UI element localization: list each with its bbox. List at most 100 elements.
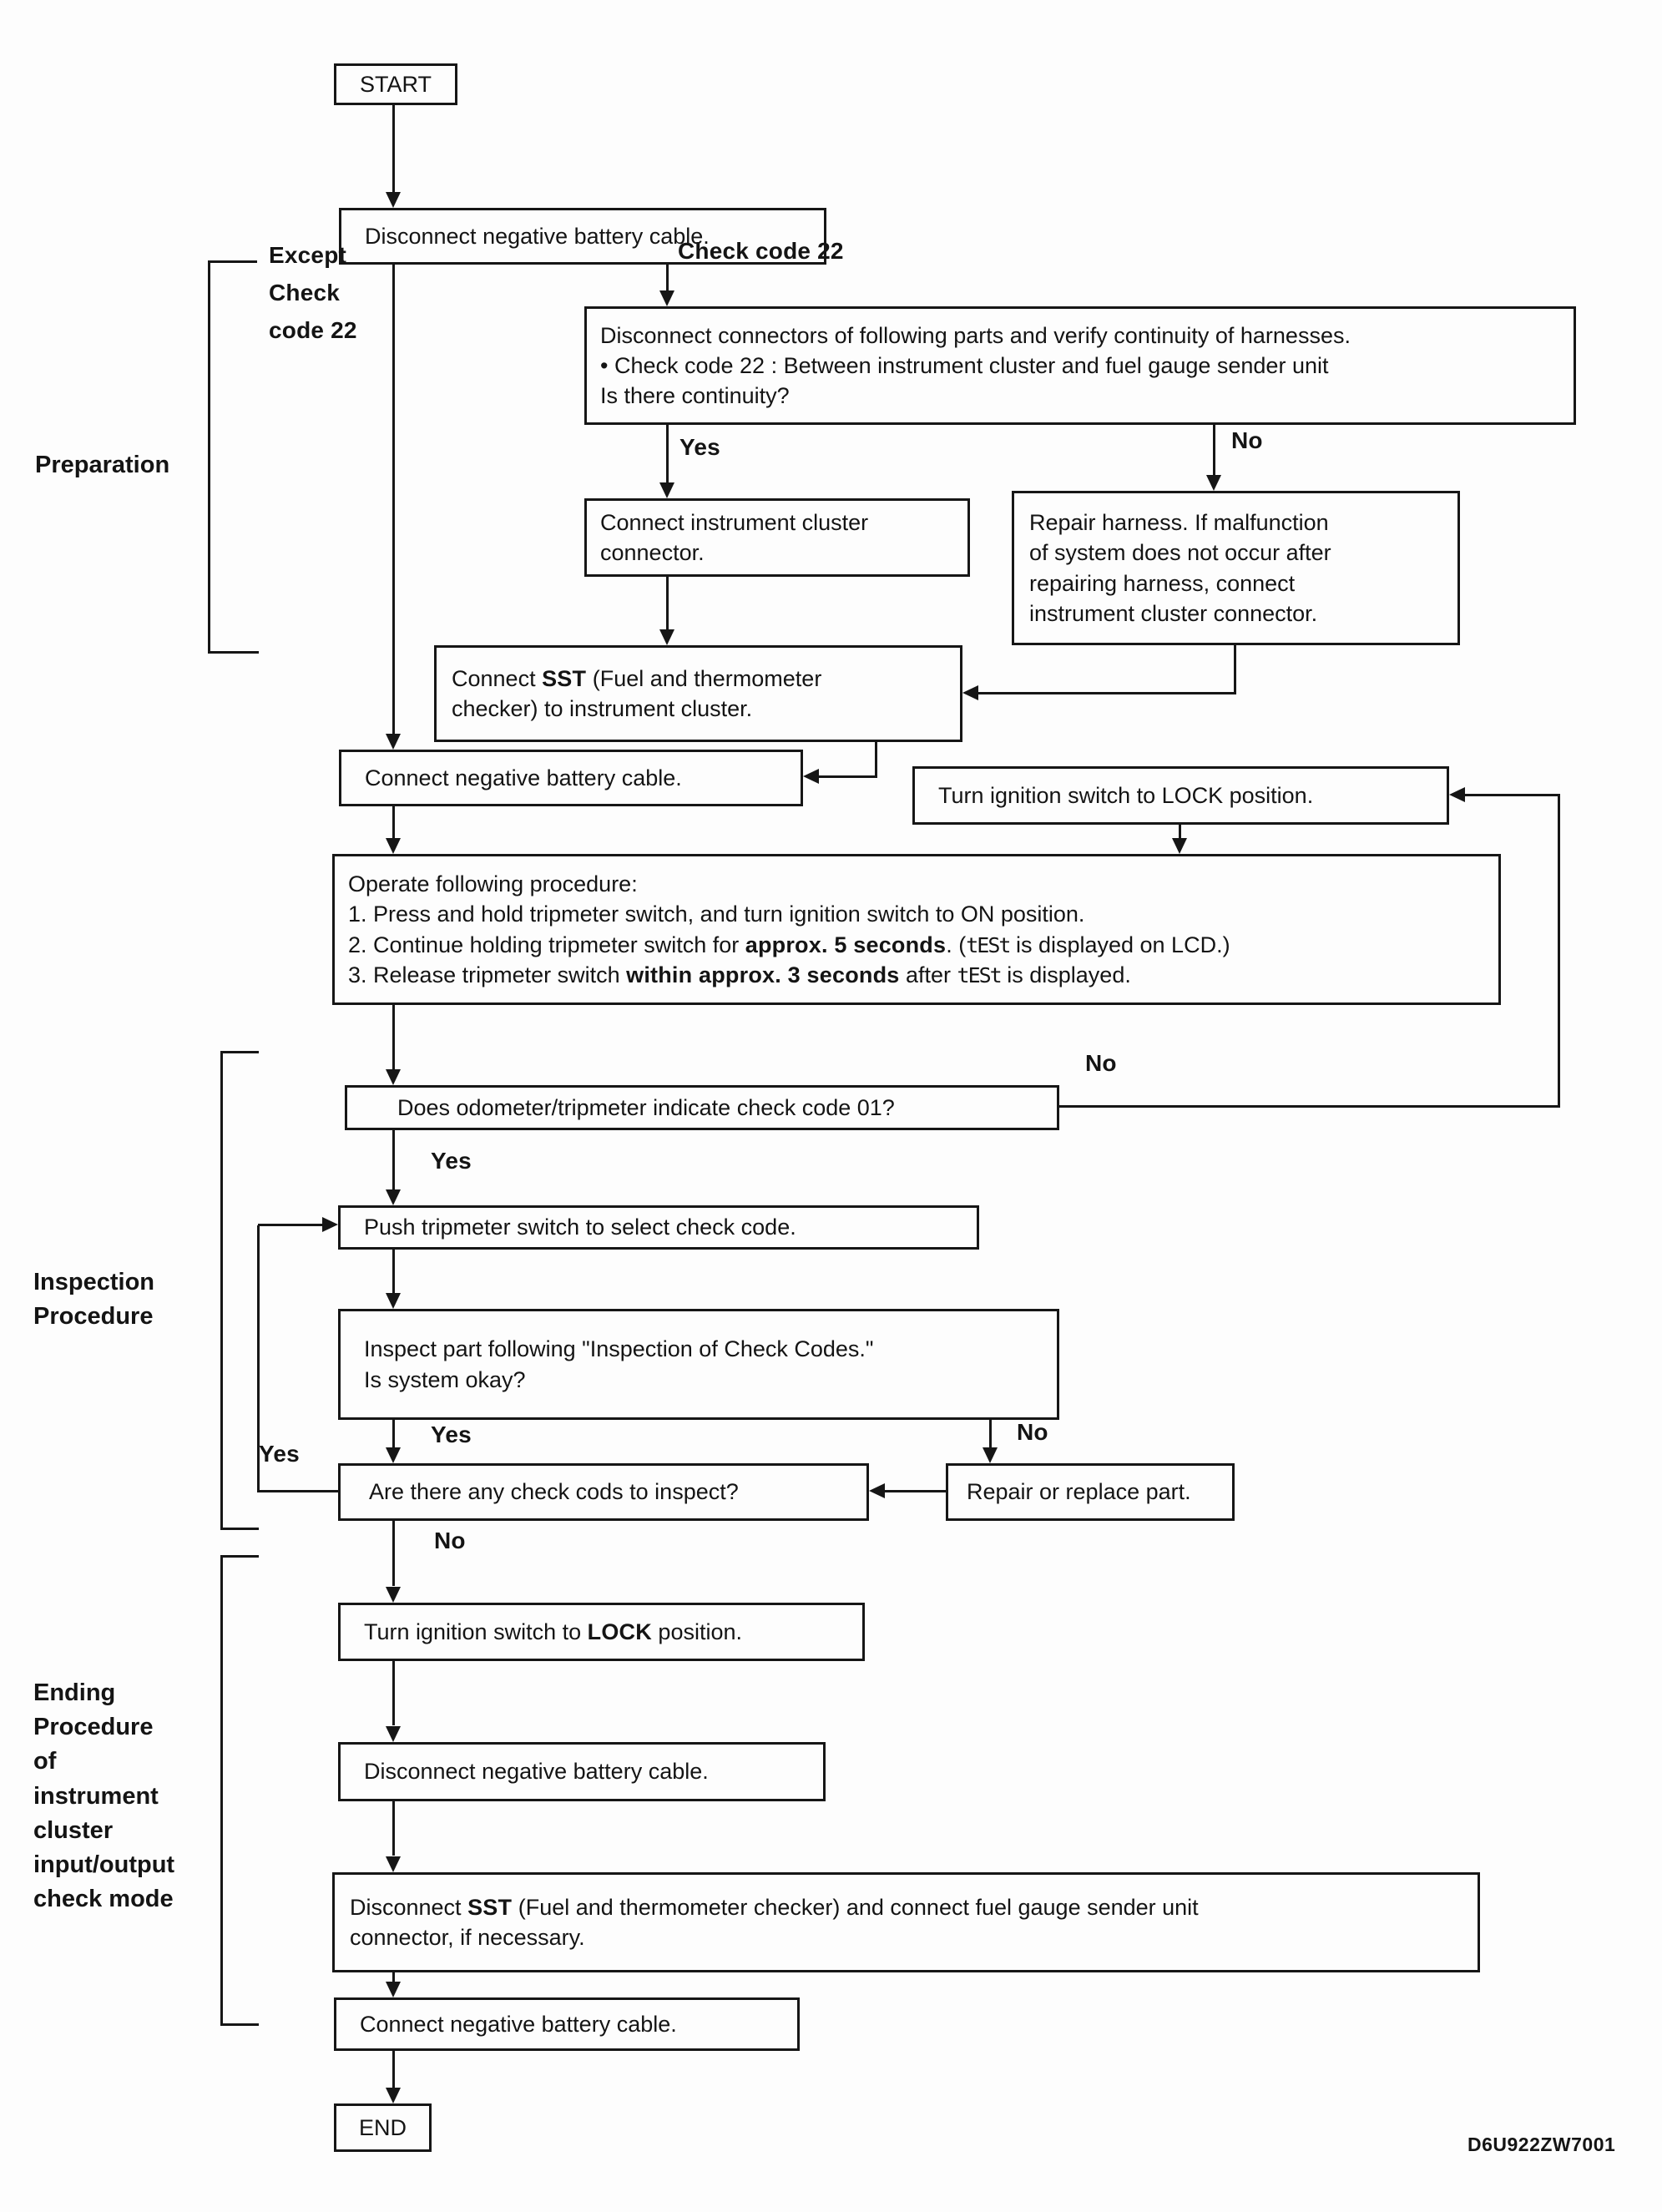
arrowhead-right <box>322 1217 338 1232</box>
node-disconnect-sst: Disconnect SST (Fuel and thermometer che… <box>332 1872 1480 1972</box>
bracket-inspection-top <box>220 1051 259 1053</box>
connector <box>257 1225 260 1492</box>
node-ignition-lock-bottom-text: Turn ignition switch to LOCK position. <box>364 1619 742 1644</box>
arrowhead-down <box>386 1069 401 1085</box>
connector <box>1059 1105 1560 1108</box>
bracket-preparation-top <box>208 260 257 263</box>
bracket-ending-bottom <box>220 2023 259 2026</box>
lcd-test-glyph: tESt <box>966 932 1011 957</box>
edge-label-except-check-code-22: Except Check code 22 <box>269 242 357 343</box>
bracket-preparation <box>208 260 210 654</box>
node-inspect-part: Inspect part following "Inspection of Ch… <box>338 1309 1059 1420</box>
section-label-preparation: Preparation <box>35 452 170 478</box>
connector <box>1465 794 1560 796</box>
node-disconnect-sst-line1: Disconnect SST (Fuel and thermometer che… <box>350 1894 1199 1920</box>
arrowhead-down <box>386 192 401 208</box>
lcd-test-glyph: tESt <box>957 962 1003 987</box>
connector <box>875 742 877 778</box>
connector <box>989 1420 992 1447</box>
connector <box>392 1420 395 1447</box>
node-operate-line3: 2. Continue holding tripmeter switch for… <box>348 932 1230 957</box>
connector <box>1558 794 1560 1108</box>
connector <box>258 1224 323 1226</box>
node-ignition-lock-top: Turn ignition switch to LOCK position. <box>912 766 1449 825</box>
figure-code: D6U922ZW7001 <box>1468 2134 1616 2155</box>
connector <box>392 265 395 734</box>
node-repair-replace: Repair or replace part. <box>946 1463 1235 1521</box>
bracket-inspection-bottom <box>220 1528 259 1530</box>
connector <box>392 1130 395 1189</box>
connector <box>392 2051 395 2088</box>
arrowhead-down <box>386 1587 401 1603</box>
edge-label-yes-more-codes: Yes <box>259 1441 300 1467</box>
bracket-inspection <box>220 1051 223 1530</box>
arrowhead-down <box>1206 475 1221 491</box>
node-operate-procedure: Operate following procedure: 1. Press an… <box>332 854 1501 1005</box>
edge-label-no-more-codes: No <box>434 1528 466 1553</box>
connector <box>1179 825 1181 839</box>
node-end: END <box>334 2103 432 2152</box>
connector <box>1213 425 1215 475</box>
arrowhead-down <box>386 1189 401 1205</box>
node-connect-battery-end: Connect negative battery cable. <box>334 1997 800 2051</box>
node-repair-harness: Repair harness. If malfunction of system… <box>1012 491 1460 645</box>
arrowhead-down <box>386 1856 401 1872</box>
arrowhead-down <box>386 1726 401 1742</box>
arrowhead-down <box>386 2088 401 2103</box>
connector <box>885 1490 946 1492</box>
arrowhead-down <box>386 1293 401 1309</box>
connector <box>258 1490 338 1492</box>
bracket-preparation-bottom <box>208 651 259 654</box>
edge-label-no-code01: No <box>1085 1050 1117 1076</box>
section-label-inspection: Inspection Procedure <box>33 1269 155 1331</box>
edge-label-yes-code01: Yes <box>431 1148 472 1174</box>
node-operate-line4: 3. Release tripmeter switch within appro… <box>348 962 1131 987</box>
node-check-code-01: Does odometer/tripmeter indicate check c… <box>345 1085 1059 1130</box>
arrowhead-left <box>962 685 978 700</box>
connector <box>392 1005 395 1069</box>
connector <box>978 692 1236 694</box>
arrowhead-down <box>659 482 674 498</box>
connector <box>666 577 669 629</box>
connector <box>392 1972 395 1982</box>
node-disconnect-battery-bottom: Disconnect negative battery cable. <box>338 1742 826 1801</box>
connector <box>666 265 669 290</box>
bracket-ending <box>220 1555 223 2026</box>
arrowhead-left <box>869 1483 885 1498</box>
connector <box>1234 645 1236 694</box>
arrowhead-down <box>659 629 674 645</box>
edge-label-yes-continuity: Yes <box>679 434 720 460</box>
edge-label-no-system-ok: No <box>1017 1419 1048 1445</box>
edge-label-yes-system-ok: Yes <box>431 1422 472 1447</box>
connector <box>392 1250 395 1293</box>
arrowhead-down <box>1172 838 1187 854</box>
node-connect-cluster-connector: Connect instrument cluster connector. <box>584 498 970 577</box>
arrowhead-down <box>386 1982 401 1997</box>
node-start: START <box>334 63 457 105</box>
connector <box>392 1661 395 1725</box>
edge-label-no-continuity: No <box>1231 427 1263 453</box>
node-disconnect-battery-top: Disconnect negative battery cable. <box>339 208 826 265</box>
node-connect-sst: Connect SST (Fuel and thermometer checke… <box>434 645 962 742</box>
node-connect-sst-line1: Connect SST (Fuel and thermometer <box>452 665 822 691</box>
section-label-ending: Ending Procedure of instrument cluster i… <box>33 1679 175 1913</box>
bracket-ending-top <box>220 1555 259 1558</box>
connector <box>666 425 669 482</box>
node-verify-continuity: Disconnect connectors of following parts… <box>584 306 1576 425</box>
arrowhead-down <box>983 1447 998 1463</box>
node-ignition-lock-bottom: Turn ignition switch to LOCK position. <box>338 1603 865 1661</box>
edge-label-check-code-22: Check code 22 <box>678 238 844 264</box>
connector <box>392 1521 395 1586</box>
arrowhead-down <box>386 838 401 854</box>
node-push-tripmeter: Push tripmeter switch to select check co… <box>338 1205 979 1250</box>
arrowhead-down <box>659 290 674 306</box>
connector <box>392 105 395 193</box>
connector <box>392 806 395 839</box>
connector <box>392 1801 395 1856</box>
connector <box>819 775 877 778</box>
arrowhead-left <box>803 769 819 784</box>
arrowhead-down <box>386 1447 401 1463</box>
node-connect-battery-mid: Connect negative battery cable. <box>339 750 803 806</box>
node-any-check-codes: Are there any check cods to inspect? <box>338 1463 869 1521</box>
